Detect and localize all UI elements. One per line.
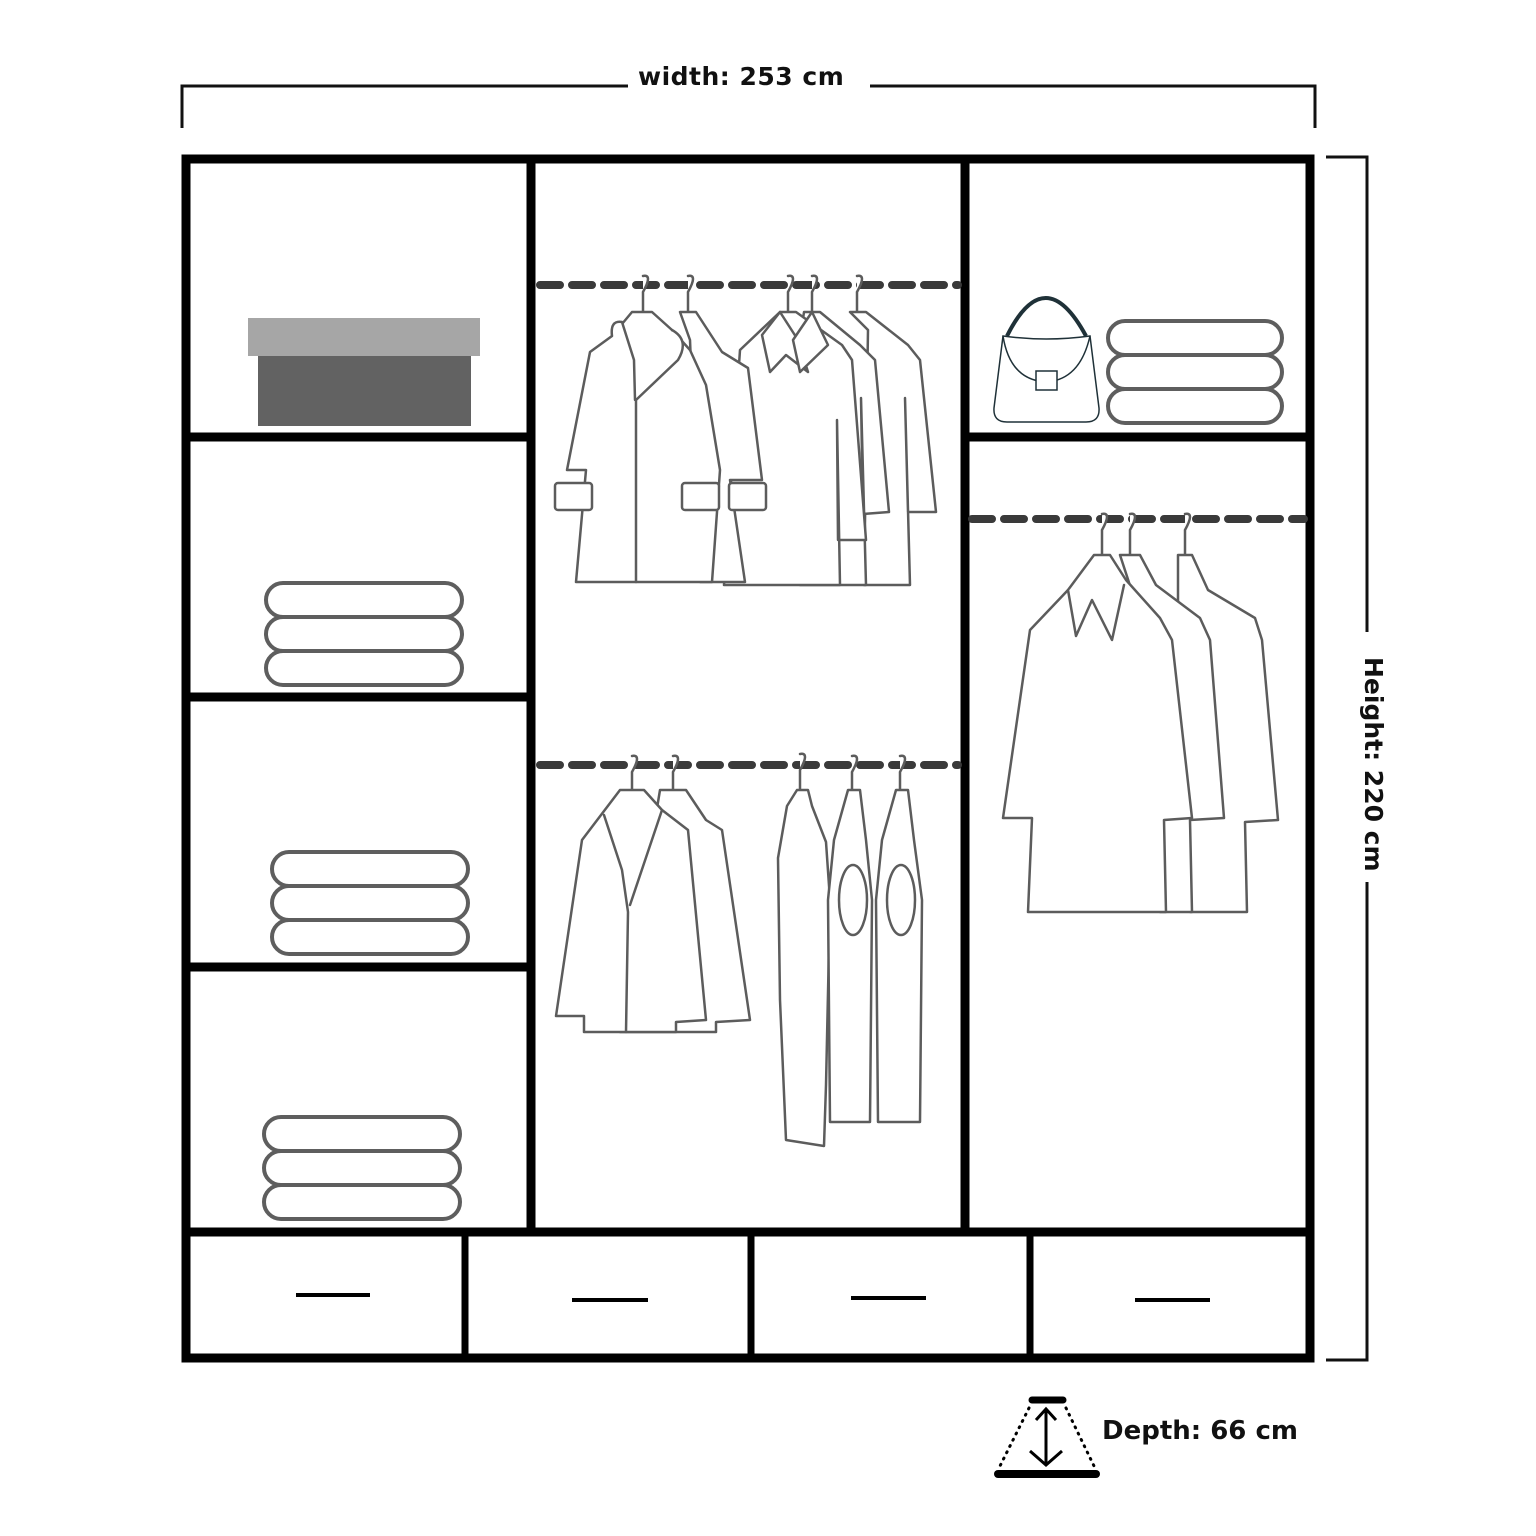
height-dimension-label: Height: 220 cm bbox=[1359, 647, 1388, 882]
folded-towels-icon bbox=[262, 1115, 462, 1221]
height-dimension-line bbox=[1326, 155, 1369, 1362]
drawer-handles bbox=[296, 1293, 1210, 1302]
coat-icon bbox=[553, 274, 938, 587]
folded-towels-icon bbox=[1106, 319, 1284, 425]
depth-dimension-label: Depth: 66 cm bbox=[1102, 1416, 1298, 1446]
storage-box-icon bbox=[248, 318, 480, 426]
depth-arrow-icon bbox=[994, 1396, 1100, 1478]
coat-icon bbox=[1001, 512, 1280, 914]
folded-towels-icon bbox=[270, 850, 470, 956]
width-dimension-label: width: 253 cm bbox=[628, 62, 855, 91]
handbag-icon bbox=[993, 296, 1100, 423]
width-dimension-line bbox=[180, 84, 1317, 128]
folded-towels-icon bbox=[264, 581, 464, 687]
jacket-icon bbox=[554, 754, 752, 1034]
sweater-icon bbox=[776, 752, 924, 1148]
